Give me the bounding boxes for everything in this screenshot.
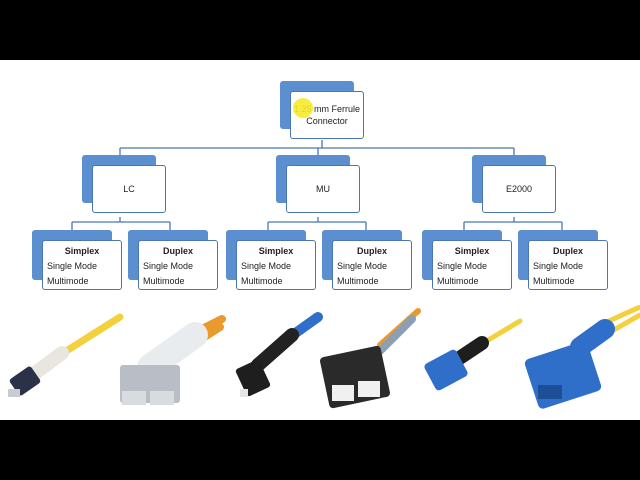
- leaf-mode-multi: Multimode: [241, 276, 283, 286]
- hierarchy-lines: [71, 140, 563, 232]
- type-label: E2000: [505, 184, 533, 194]
- leaf-box: Simplex Single Mode Multimode: [42, 240, 122, 290]
- type-node-box: MU: [286, 165, 360, 213]
- leaf-box: Simplex Single Mode Multimode: [432, 240, 512, 290]
- leaf-title: Duplex: [552, 246, 583, 256]
- leaf-box: Duplex Single Mode Multimode: [332, 240, 412, 290]
- type-label: MU: [316, 184, 330, 194]
- leaf-title: Duplex: [162, 246, 193, 256]
- leaf-mode-multi: Multimode: [47, 276, 89, 286]
- type-label: LC: [123, 184, 135, 194]
- connector-photo-strip: [8, 305, 640, 409]
- leaf-mode-multi: Multimode: [533, 276, 575, 286]
- mu-duplex-connector-icon: [320, 308, 421, 409]
- mu-simplex-connector-icon: [235, 312, 323, 397]
- leaf-mode-single: Single Mode: [533, 261, 584, 271]
- leaf-mode-single: Single Mode: [47, 261, 98, 271]
- root-label-line1: 1.25 mm Ferrule: [293, 104, 361, 114]
- leaf-box: Simplex Single Mode Multimode: [236, 240, 316, 290]
- leaf-mode-single: Single Mode: [437, 261, 488, 271]
- lc-duplex-connector-icon: [120, 315, 226, 405]
- pointer-highlight: [293, 98, 313, 118]
- lc-simplex-connector-icon: [8, 313, 124, 397]
- leaf-mode-multi: Multimode: [437, 276, 479, 286]
- e2000-simplex-connector-icon: [424, 318, 523, 391]
- slide-canvas: 1.25 mm Ferrule Connector LC MU E2000 Si…: [0, 60, 640, 420]
- leaf-mode-multi: Multimode: [337, 276, 379, 286]
- type-node-box: E2000: [482, 165, 556, 213]
- root-label-line2: Connector: [306, 116, 348, 126]
- leaf-box: Duplex Single Mode Multimode: [138, 240, 218, 290]
- type-node-box: LC: [92, 165, 166, 213]
- leaf-title: Simplex: [454, 246, 490, 256]
- leaf-mode-single: Single Mode: [143, 261, 194, 271]
- leaf-mode-single: Single Mode: [337, 261, 388, 271]
- leaf-mode-single: Single Mode: [241, 261, 292, 271]
- leaf-title: Simplex: [64, 246, 100, 256]
- leaf-title: Simplex: [258, 246, 294, 256]
- leaf-mode-multi: Multimode: [143, 276, 185, 286]
- leaf-title: Duplex: [356, 246, 387, 256]
- leaf-box: Duplex Single Mode Multimode: [528, 240, 608, 290]
- e2000-duplex-connector-icon: [524, 305, 640, 409]
